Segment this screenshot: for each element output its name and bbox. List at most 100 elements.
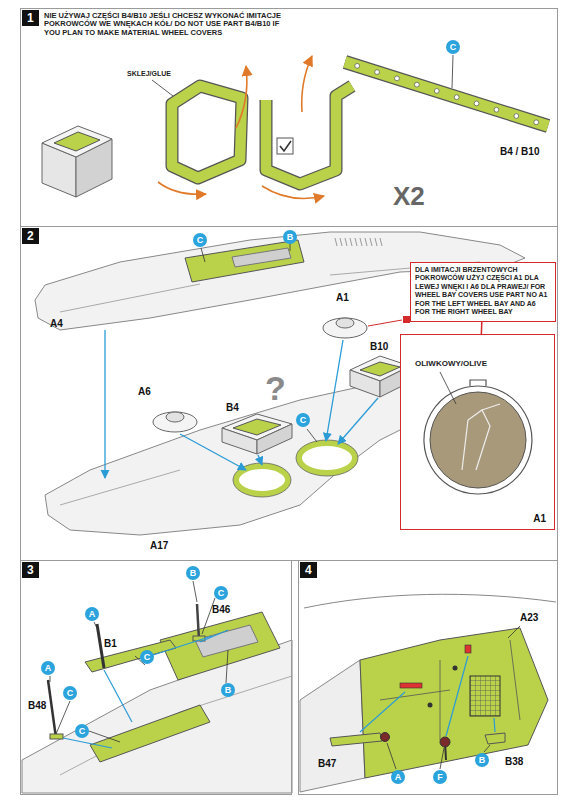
callout-text: B: [225, 686, 232, 695]
part-number: B46: [212, 604, 230, 615]
note-text: NIE UŻYWAJ CZĘŚCI B4/B10 JEŚLI CHCESZ WY…: [44, 12, 294, 37]
callout-text: C: [300, 416, 307, 425]
callout-text: A: [89, 610, 96, 619]
leader-line: [226, 650, 228, 683]
callout-text: C: [79, 727, 86, 736]
leader-line: [63, 738, 112, 748]
knob-part: [440, 737, 450, 747]
strip-outline: [345, 62, 548, 126]
leader-line: [452, 55, 453, 88]
leader-line: [193, 581, 197, 602]
cover-part: [323, 318, 367, 338]
leader-line: [89, 731, 120, 742]
part-number: A17: [150, 540, 168, 551]
inset-text: A1: [533, 513, 546, 524]
leader-line: [290, 244, 291, 251]
check-icon: [280, 141, 291, 151]
callout-text: C: [144, 653, 151, 662]
leader-line: [440, 372, 456, 404]
bracket-part: [485, 733, 505, 744]
frame-part: [172, 86, 242, 178]
detail-inset: OLIWKOWY/OLIVEA1: [400, 334, 555, 530]
part-number: ?: [265, 370, 286, 407]
strip-hole: [454, 95, 459, 100]
callout-text: C: [197, 236, 204, 245]
part-number: B48: [28, 700, 46, 711]
fold-arrow: [158, 182, 206, 194]
leader-line: [200, 630, 228, 642]
rod-part: [197, 604, 199, 640]
note-box: DLA IMITACJI BRZENTOWYCH POKROWCÓW UŻYJ …: [410, 262, 556, 322]
leader-line: [508, 626, 520, 638]
leader-line: [307, 429, 317, 442]
strip-hole: [355, 63, 360, 68]
leader-line: [484, 745, 490, 752]
red-slot: [400, 683, 422, 688]
callout-text: B: [190, 569, 197, 578]
grey-insert: [232, 248, 291, 267]
callout-letter: B: [283, 230, 297, 244]
bay-box: [222, 414, 292, 454]
frame-outline: [172, 86, 242, 178]
leader-line: [360, 692, 405, 732]
wing-section: [22, 640, 292, 793]
strip-hole: [414, 82, 419, 87]
strip-hole: [375, 70, 380, 75]
leader-line: [494, 718, 495, 732]
cover-part: [153, 412, 197, 432]
callout-text: C: [218, 589, 225, 598]
box-part: [42, 126, 112, 197]
callout-text: A: [395, 773, 402, 782]
olive-cover: [430, 392, 526, 488]
callout-letter: B: [221, 683, 235, 697]
callout-letter: C: [63, 686, 77, 700]
vent-line: [360, 238, 362, 246]
callout-letter: C: [296, 413, 310, 427]
vent-line: [350, 238, 352, 246]
part-number: B38: [505, 756, 523, 767]
callout-letter: A: [85, 607, 99, 621]
rod-part: [48, 680, 56, 738]
box-top: [42, 126, 112, 157]
strip-hole: [494, 107, 499, 112]
callout-text: C: [67, 689, 74, 698]
fuselage-side: [300, 660, 365, 792]
leader-line: [202, 598, 215, 634]
fold-arrow: [262, 186, 324, 198]
vent-line: [355, 238, 357, 246]
callout-letter: A: [391, 770, 405, 784]
wire-loop: [462, 404, 500, 470]
inset-ground: [401, 335, 554, 529]
step-number: 4: [300, 562, 317, 578]
callout-letter: B: [186, 566, 200, 580]
strip-hole: [514, 114, 519, 119]
callout-letter: C: [193, 233, 207, 247]
box-opening: [54, 132, 100, 151]
callout-letter: C: [214, 586, 228, 600]
assembly-arrow: [104, 330, 105, 478]
assembly-arrow: [180, 434, 246, 470]
green-strip: [90, 705, 210, 762]
callout-letter: B: [475, 753, 489, 767]
leader-line: [104, 670, 132, 722]
fold-arrow: [236, 66, 247, 128]
rod-part: [97, 624, 104, 668]
lever-knob: [381, 733, 390, 742]
strip-hole: [474, 101, 479, 106]
red-connector: [481, 322, 483, 334]
part-number: A23: [520, 612, 538, 623]
leader-line: [152, 80, 173, 96]
red-detail: [465, 645, 471, 653]
callout-text: B: [287, 233, 294, 242]
vent-line: [365, 238, 367, 246]
grid-detail: [470, 676, 500, 716]
leader-line: [201, 248, 205, 262]
red-leader: [368, 320, 402, 326]
part-number: A1: [336, 292, 349, 303]
ring-outline: [296, 440, 358, 476]
callout-letter: A: [41, 661, 55, 675]
leader-line: [50, 676, 51, 682]
assembly-arrow: [338, 398, 378, 444]
leader-line: [94, 622, 97, 628]
step-panel: 3BCACACBC: [20, 560, 292, 795]
